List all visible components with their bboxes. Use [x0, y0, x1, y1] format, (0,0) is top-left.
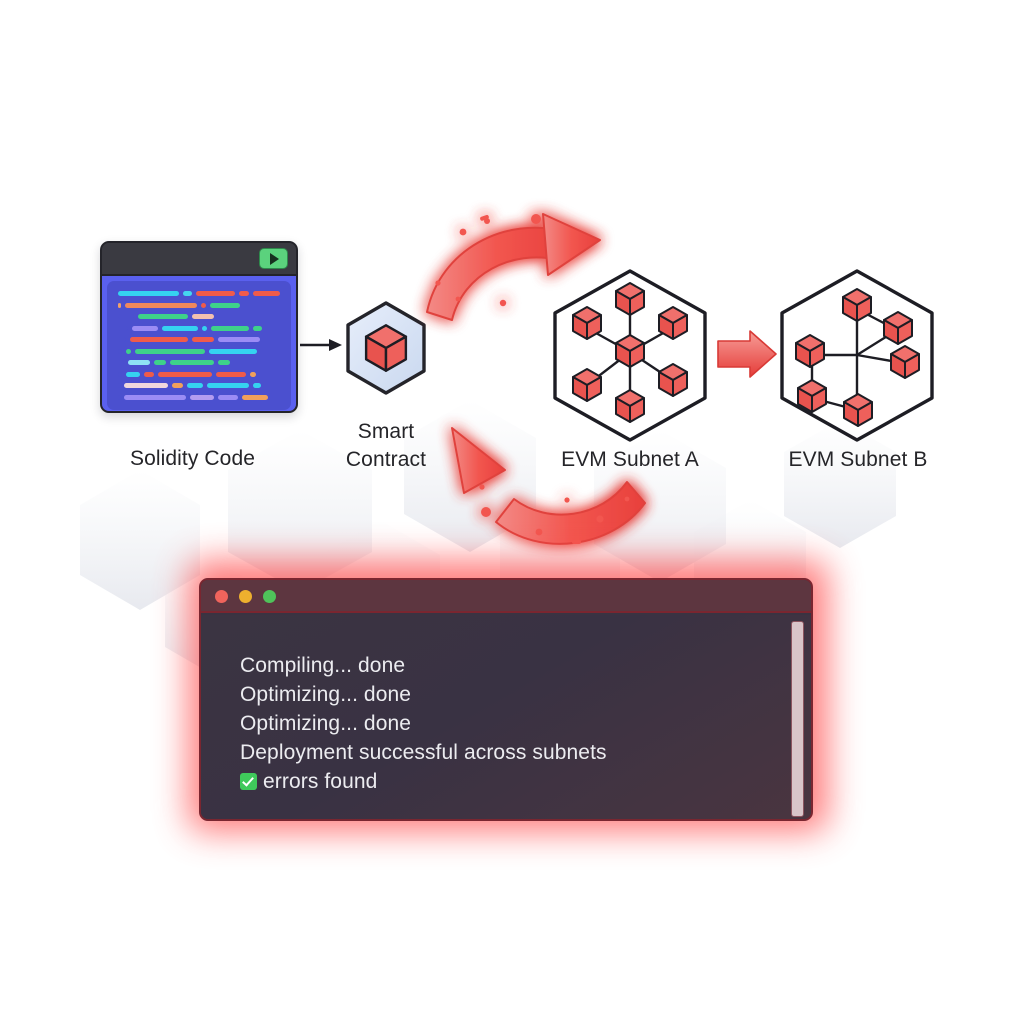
code-token: [183, 291, 192, 297]
code-token: [118, 325, 128, 331]
code-token: [190, 394, 214, 400]
code-line: [118, 394, 280, 400]
code-token: [132, 325, 158, 331]
code-token: [125, 302, 197, 308]
close-icon[interactable]: [215, 590, 228, 603]
code-line: [118, 371, 280, 377]
code-line: [118, 302, 280, 308]
editor-body: [102, 276, 296, 411]
subnet-b-graphic: [780, 269, 934, 442]
terminal-line: Optimizing... done: [240, 680, 811, 709]
code-line: [118, 383, 280, 389]
terminal-line-text: Compiling... done: [240, 654, 406, 677]
label-evm-subnet-a: EVM Subnet A: [561, 448, 699, 471]
terminal-line-text: Optimizing... done: [240, 712, 412, 735]
code-token: [158, 371, 212, 377]
code-token: [118, 383, 120, 389]
code-token: [118, 371, 122, 377]
code-token: [128, 360, 150, 366]
code-token: [162, 325, 198, 331]
code-token: [126, 348, 131, 354]
code-token: [172, 383, 183, 389]
code-token: [210, 302, 240, 308]
code-line: [118, 360, 280, 366]
code-token: [218, 337, 260, 343]
code-token: [252, 291, 280, 297]
terminal-line: Deployment successful across subnets: [240, 738, 811, 767]
curved-arrow-up-left-icon: [451, 427, 646, 545]
editor-titlebar: [102, 243, 296, 276]
curved-arrow-up-right-icon: [426, 213, 601, 321]
code-token: [201, 302, 206, 308]
minimize-icon[interactable]: [239, 590, 252, 603]
code-line: [118, 325, 280, 331]
block-arrow-right-icon: [717, 330, 777, 378]
code-line: [118, 337, 280, 343]
code-token: [144, 371, 154, 377]
code-token: [138, 314, 188, 320]
code-token: [211, 325, 249, 331]
code-pane[interactable]: [107, 281, 291, 410]
code-token: [118, 314, 134, 320]
solidity-code-editor-window[interactable]: [100, 241, 298, 413]
code-token: [216, 371, 246, 377]
code-token: [253, 325, 262, 331]
green-check-icon: [240, 773, 257, 790]
code-token: [250, 371, 256, 377]
hexagon-cube-icon: [346, 301, 426, 395]
code-token: [126, 371, 140, 377]
terminal-line: Compiling... done: [240, 651, 811, 680]
play-icon[interactable]: [259, 248, 288, 269]
code-line: [118, 314, 280, 320]
maximize-icon[interactable]: [263, 590, 276, 603]
code-token: [130, 337, 188, 343]
terminal-scrollbar[interactable]: [791, 621, 804, 817]
code-token: [118, 337, 126, 343]
code-token: [202, 325, 207, 331]
label-solidity-code: Solidity Code: [129, 447, 256, 470]
code-token: [187, 383, 203, 389]
code-token: [218, 394, 238, 400]
code-token: [118, 302, 121, 308]
code-token: [242, 394, 268, 400]
code-token: [118, 394, 120, 400]
code-token: [118, 348, 122, 354]
code-token: [124, 394, 186, 400]
code-token: [209, 348, 257, 354]
code-token: [238, 291, 249, 297]
code-token: [218, 360, 230, 366]
code-token: [154, 360, 166, 366]
code-token: [170, 360, 214, 366]
code-token: [192, 314, 214, 320]
code-token: [118, 291, 180, 297]
terminal-line: Optimizing... done: [240, 709, 811, 738]
label-smart-contract: Smart Contract: [345, 420, 427, 472]
terminal-line-text: errors found: [263, 770, 378, 793]
terminal-line: errors found: [240, 767, 811, 796]
terminal-titlebar: [201, 580, 811, 613]
code-line: [118, 291, 280, 297]
code-token: [253, 383, 261, 389]
code-token: [192, 337, 214, 343]
thin-arrow-right-icon: [300, 339, 342, 351]
terminal-line-text: Optimizing... done: [240, 683, 412, 706]
label-evm-subnet-b: EVM Subnet B: [788, 448, 928, 471]
subnet-a-graphic: [553, 269, 707, 442]
code-line: [118, 348, 280, 354]
code-token: [207, 383, 249, 389]
code-token: [135, 348, 205, 354]
code-token: [118, 360, 124, 366]
code-token: [124, 383, 168, 389]
terminal-line-text: Deployment successful across subnets: [240, 741, 607, 764]
code-token: [195, 291, 235, 297]
